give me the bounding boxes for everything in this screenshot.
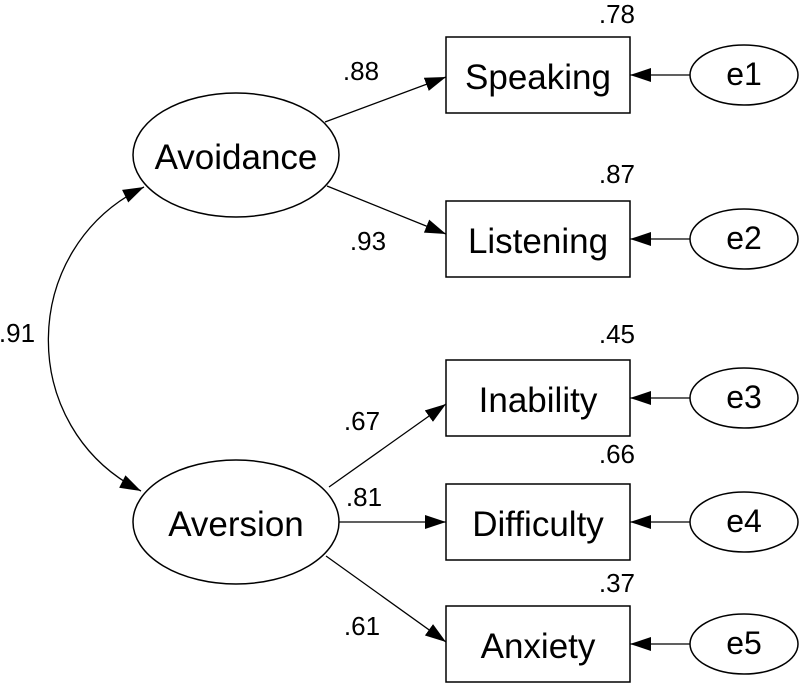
latent-avoidance-label: Avoidance: [155, 138, 318, 177]
error-e1-ellipse: [689, 44, 799, 106]
latent-aversion-ellipse: [132, 459, 340, 585]
indicator-speaking-label: Speaking: [465, 58, 611, 97]
indicator-anxiety-box: [445, 605, 631, 683]
loading-arrow-inability: [328, 403, 447, 488]
error-e2-ellipse: [689, 208, 799, 270]
loading-arrow-speaking: [324, 76, 447, 123]
loading-value-inability: .67: [344, 406, 380, 436]
r-squared-speaking: .78: [599, 0, 635, 29]
correlation-value: .91: [0, 318, 35, 348]
error-e3-label: e3: [726, 379, 762, 415]
indicator-anxiety-label: Anxiety: [481, 627, 596, 666]
indicator-inability-label: Inability: [479, 381, 598, 420]
indicator-difficulty-box: [445, 483, 631, 561]
r-squared-listening: .87: [599, 159, 635, 189]
latent-avoidance-ellipse: [132, 92, 340, 218]
error-e1-label: e1: [726, 56, 762, 92]
loading-arrow-anxiety: [325, 555, 447, 643]
indicator-inability-box: [445, 359, 631, 437]
error-e4-ellipse: [689, 491, 799, 553]
error-e2-label: e2: [726, 220, 762, 256]
correlation-double-arrow: [47, 186, 145, 492]
r-squared-inability: .45: [599, 319, 635, 349]
indicator-listening-box: [445, 200, 631, 278]
r-squared-anxiety: .37: [599, 568, 635, 598]
error-e5-ellipse: [689, 613, 799, 675]
error-e4-label: e4: [726, 503, 762, 539]
loading-arrow-listening: [326, 185, 447, 235]
loading-value-difficulty: .81: [346, 482, 382, 512]
loading-value-speaking: .88: [343, 56, 379, 86]
r-squared-difficulty: .66: [599, 439, 635, 469]
latent-aversion-label: Aversion: [168, 505, 304, 544]
loading-value-anxiety: .61: [344, 611, 380, 641]
loading-value-listening: .93: [350, 226, 386, 256]
error-e3-ellipse: [689, 367, 799, 429]
indicator-difficulty-label: Difficulty: [472, 505, 604, 544]
error-e5-label: e5: [726, 625, 762, 661]
indicator-speaking-box: [445, 36, 631, 114]
indicator-listening-label: Listening: [468, 222, 608, 261]
